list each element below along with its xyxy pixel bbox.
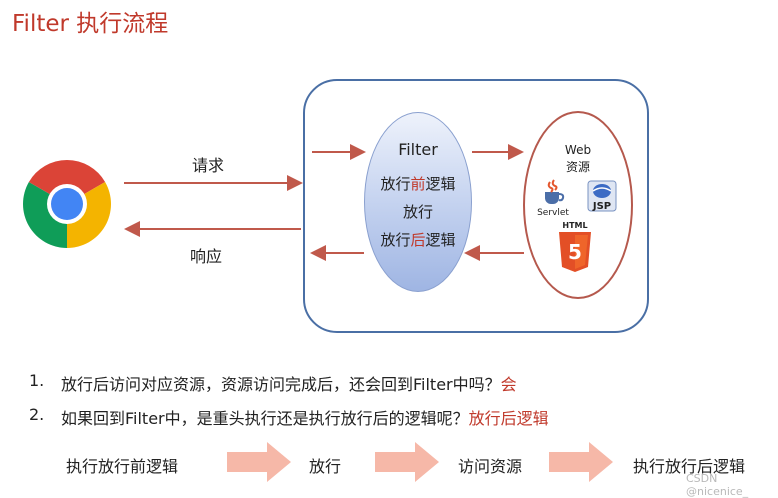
jsp-label: JSP (592, 201, 612, 212)
flow-step-1: 执行放行前逻辑 (66, 457, 179, 476)
flow-step-4: 执行放行后逻辑 (633, 457, 746, 476)
flow-step-3: 访问资源 (458, 457, 523, 476)
flow-step-2: 放行 (309, 457, 342, 476)
html5-number: 5 (568, 240, 582, 264)
response-label: 响应 (190, 247, 223, 266)
server-container (303, 79, 649, 333)
watermark: CSDN @nicenice_ (686, 472, 749, 498)
flow-arrow-2-icon (375, 442, 439, 482)
resource-label: 资源 (565, 160, 590, 174)
question-2-number: 2. (29, 405, 45, 424)
filter-after-logic: 放行后逻辑 (380, 231, 456, 249)
jsp-icon (587, 180, 617, 212)
flow-arrow-3-icon (549, 442, 613, 482)
html-label: HTML (562, 221, 588, 230)
request-label: 请求 (192, 156, 225, 175)
question-2: 如果回到Filter中，是重头执行还是执行放行后的逻辑呢？放行后逻辑 (61, 409, 549, 428)
flow-arrow-1-icon (227, 442, 291, 482)
servlet-label: Servlet (537, 208, 569, 218)
question-1-number: 1. (29, 371, 45, 390)
filter-ellipse (364, 112, 472, 292)
filter-pass: 放行 (402, 203, 433, 221)
page-title: Filter 执行流程 (12, 11, 169, 37)
filter-before-logic: 放行前逻辑 (380, 175, 456, 193)
java-cup-icon (545, 179, 565, 204)
html5-icon (559, 232, 591, 272)
filter-name: Filter (398, 140, 438, 159)
question-1: 放行后访问对应资源，资源访问完成后，还会回到Filter中吗？会 (61, 375, 517, 394)
web-label: Web (564, 143, 592, 157)
chrome-logo-icon (23, 160, 111, 248)
